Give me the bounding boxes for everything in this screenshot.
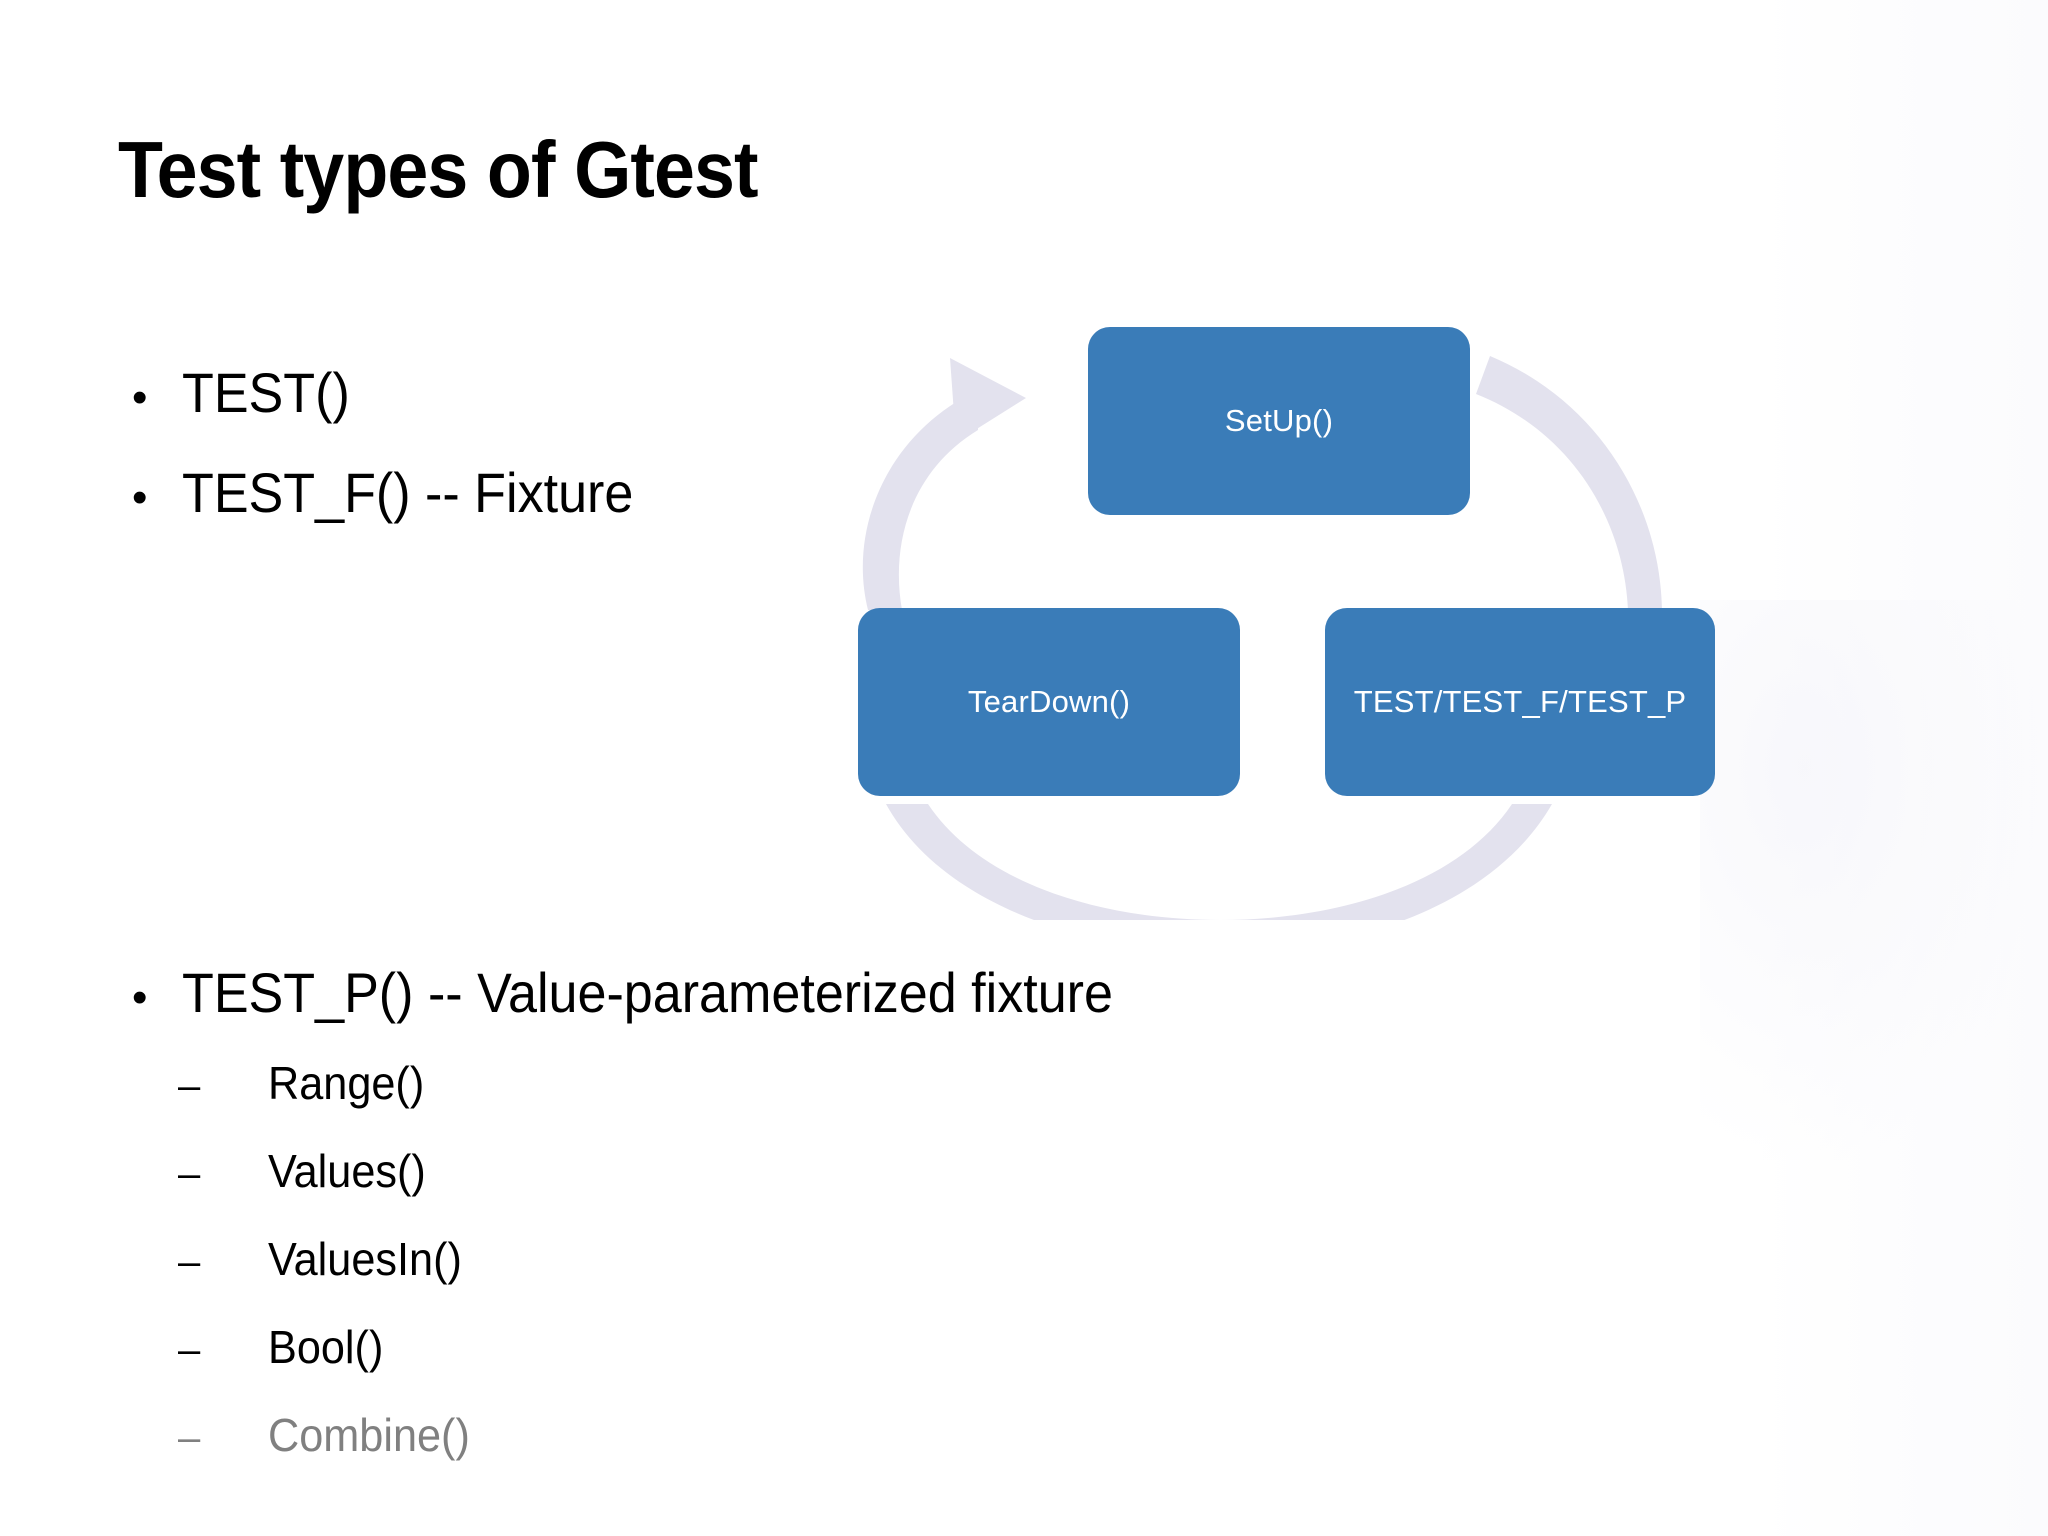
page-title: Test types of Gtest <box>118 125 759 214</box>
list-item: – Range() <box>120 1056 1183 1144</box>
list-item: – Values() <box>120 1144 1183 1232</box>
bullet-dash-icon: – <box>178 1152 201 1196</box>
diagram-node-label: TEST/TEST_F/TEST_P <box>1353 684 1687 719</box>
list-item-label: ValuesIn() <box>268 1233 462 1285</box>
list-item: – ValuesIn() <box>120 1232 1183 1320</box>
bullet-dot-icon: • <box>132 973 148 1022</box>
list-item-label: TEST_P() -- Value-parameterized fixture <box>182 961 1113 1024</box>
list-item: • TEST_P() -- Value-parameterized fixtur… <box>120 960 1183 1056</box>
diagram-node-teardown[interactable]: TearDown() <box>858 608 1240 796</box>
cycle-arrows-group <box>862 356 1662 920</box>
list-item-label: Bool() <box>268 1321 384 1373</box>
bullet-dot-icon: • <box>132 473 148 522</box>
list-item: • TEST_F() -- Fixture <box>120 460 667 560</box>
diagram-node-setup[interactable]: SetUp() <box>1088 327 1470 515</box>
bullet-dash-icon: – <box>178 1328 201 1372</box>
list-item-label: Combine() <box>268 1409 470 1461</box>
top-bullet-list: • TEST() • TEST_F() -- Fixture <box>120 360 667 560</box>
cycle-diagram: SetUp() TearDown() TEST/TEST_F/TEST_P <box>790 280 1810 920</box>
arrow-teardown-to-setup-icon <box>862 358 1026 610</box>
list-item-label: TEST() <box>182 361 350 424</box>
bullet-dash-icon: – <box>178 1416 201 1460</box>
list-item: • TEST() <box>120 360 667 460</box>
list-item: – Combine() <box>120 1408 1183 1496</box>
diagram-node-test[interactable]: TEST/TEST_F/TEST_P <box>1325 608 1715 796</box>
sub-bullet-list: – Range() – Values() – ValuesIn() – Bool… <box>120 1056 1183 1496</box>
list-item-label: Range() <box>268 1057 425 1109</box>
bullet-dot-icon: • <box>132 373 148 422</box>
bullet-dash-icon: – <box>178 1240 201 1284</box>
list-item-label: Values() <box>268 1145 426 1197</box>
diagram-node-label: SetUp() <box>1224 403 1334 438</box>
list-item: – Bool() <box>120 1320 1183 1408</box>
list-item-label: TEST_F() -- Fixture <box>182 461 634 524</box>
arrow-setup-to-test-icon <box>1476 356 1662 610</box>
bottom-bullet-list: • TEST_P() -- Value-parameterized fixtur… <box>120 960 1183 1496</box>
arrow-test-to-teardown-icon <box>886 804 1552 920</box>
bullet-dash-icon: – <box>178 1064 201 1108</box>
diagram-node-label: TearDown() <box>967 684 1131 719</box>
